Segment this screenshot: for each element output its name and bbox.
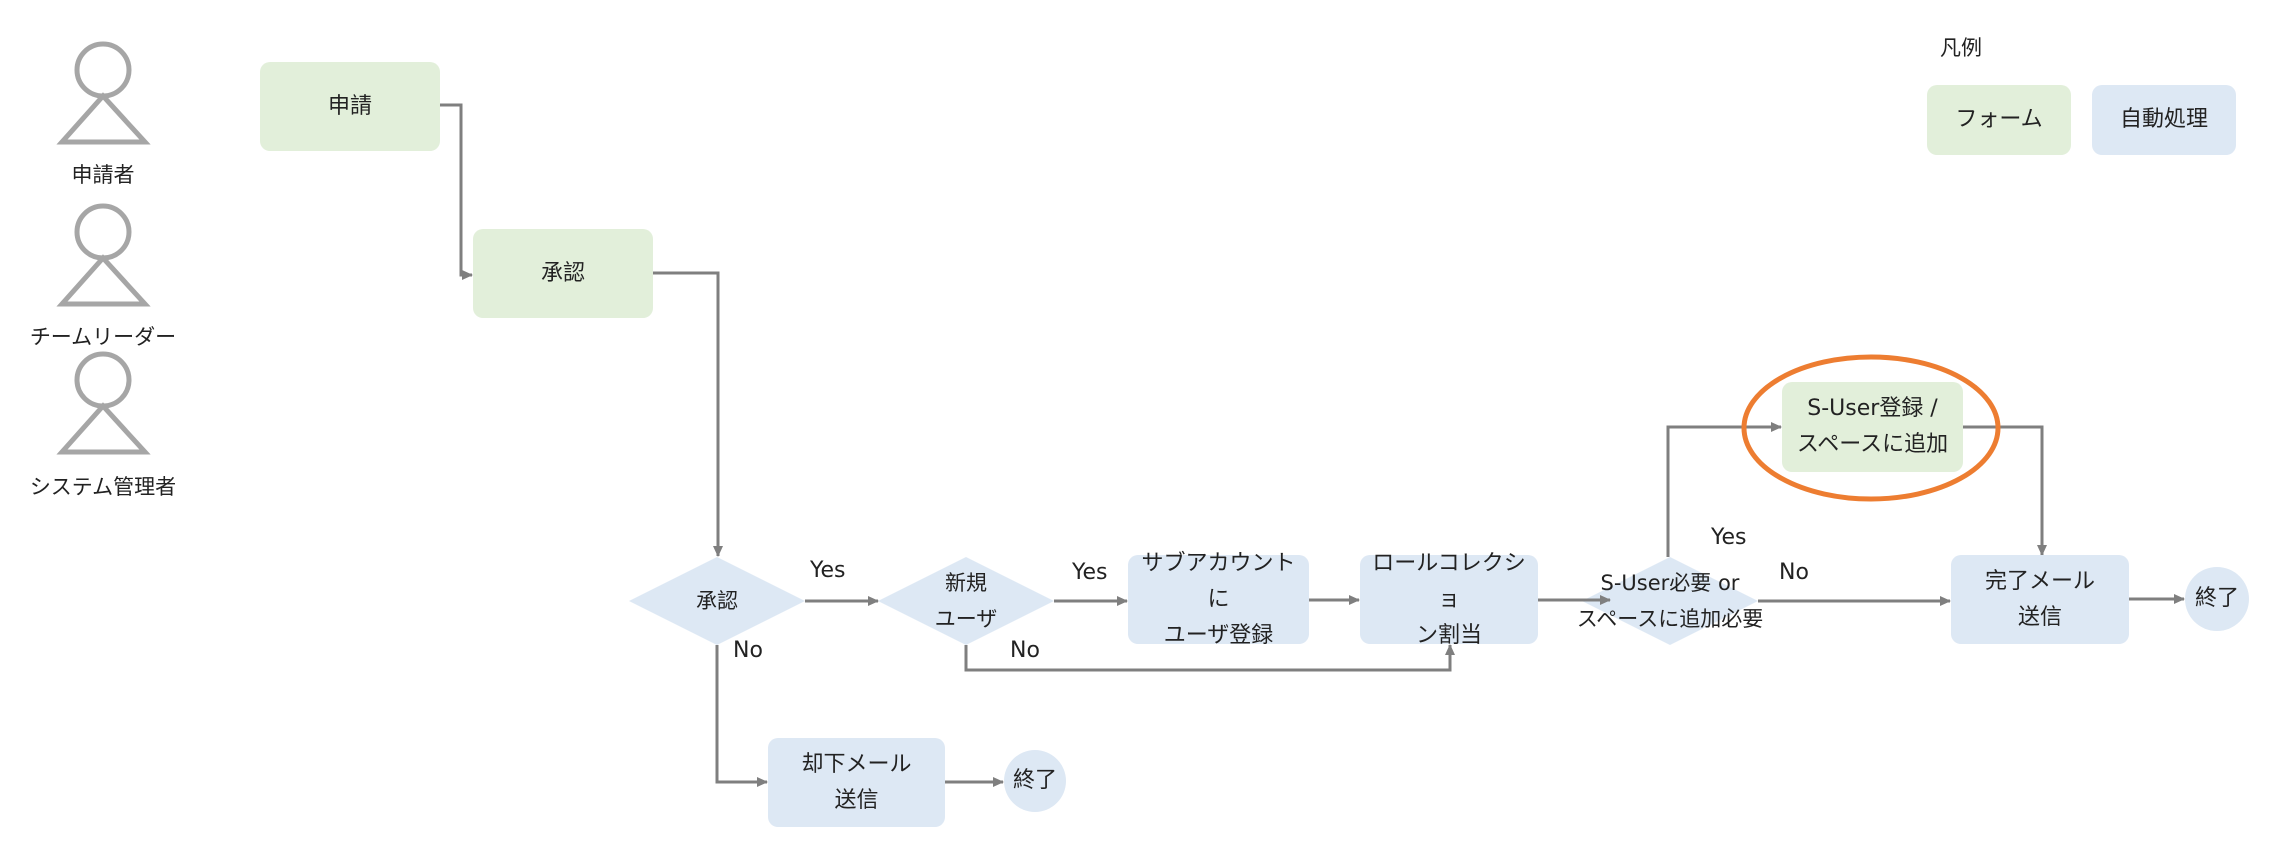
- end-main-label: 終了: [2194, 586, 2239, 611]
- connector-apply-to-approve: [440, 103, 473, 280]
- role-assign-node: ロールコレクショ ン割当: [1360, 551, 1538, 648]
- actor-system-admin-icon: [56, 351, 151, 455]
- suser-yes-label: Yes: [1711, 525, 1747, 550]
- new-user-decision-diamond: [878, 557, 1054, 645]
- role-assign-label: ロールコレクショ ン割当: [1372, 550, 1526, 648]
- done-mail-node: 完了メール 送信: [1951, 555, 2129, 644]
- sub-account-node: サブアカウントに ユーザ登録: [1128, 551, 1309, 648]
- reject-mail-label: 却下メール 送信: [801, 751, 912, 813]
- approve-decision-label: 承認: [696, 589, 738, 613]
- legend-form-label: フォーム: [1955, 107, 2043, 132]
- suser-register-label: S-User登録 / スペースに追加: [1796, 396, 1949, 457]
- new-no-label: No: [1010, 638, 1040, 663]
- connector-new-no: [964, 644, 1455, 672]
- apply-node: 申請: [260, 62, 440, 151]
- connector-approve-form-to-decision: [653, 271, 723, 557]
- actor-system-admin-label: システム管理者: [29, 475, 177, 499]
- legend-title: 凡例: [1940, 36, 1982, 60]
- sub-account-label: サブアカウントに ユーザ登録: [1141, 550, 1296, 648]
- actor-applicant-label: 申請者: [71, 163, 135, 187]
- done-mail-label: 完了メール 送信: [1984, 568, 2095, 630]
- approve-yes-label: Yes: [810, 558, 846, 583]
- approve-form-label: 承認: [540, 260, 585, 286]
- approve-form-node: 承認: [473, 229, 653, 318]
- actor-applicant-icon: [56, 41, 151, 145]
- connector-approve-no: [715, 645, 768, 787]
- connector-suser-register-to-done: [1963, 425, 2047, 556]
- suser-no-label: No: [1779, 560, 1809, 585]
- new-yes-label: Yes: [1072, 560, 1108, 585]
- approve-decision-diamond: [629, 557, 805, 645]
- legend-form-box: フォーム: [1927, 85, 2071, 155]
- suser-decision-diamond: [1582, 557, 1758, 645]
- end-reject-label: 終了: [1012, 768, 1057, 793]
- approve-no-label: No: [733, 638, 763, 663]
- suser-register-node: S-User登録 / スペースに追加: [1782, 382, 1963, 472]
- new-user-decision-label: 新規 ユーザ: [934, 571, 998, 631]
- actor-team-leader-icon: [56, 203, 151, 307]
- apply-label: 申請: [327, 93, 372, 119]
- legend-auto-box: 自動処理: [2092, 85, 2236, 155]
- suser-decision-label: S-User必要 or スペースに追加必要: [1576, 571, 1764, 631]
- end-reject-node: 終了: [1004, 750, 1066, 812]
- highlight-ellipse: [1741, 354, 2001, 502]
- actor-team-leader-label: チームリーダー: [29, 325, 177, 349]
- reject-mail-node: 却下メール 送信: [768, 738, 945, 827]
- end-main-node: 終了: [2185, 567, 2249, 631]
- legend-auto-label: 自動処理: [2119, 107, 2208, 132]
